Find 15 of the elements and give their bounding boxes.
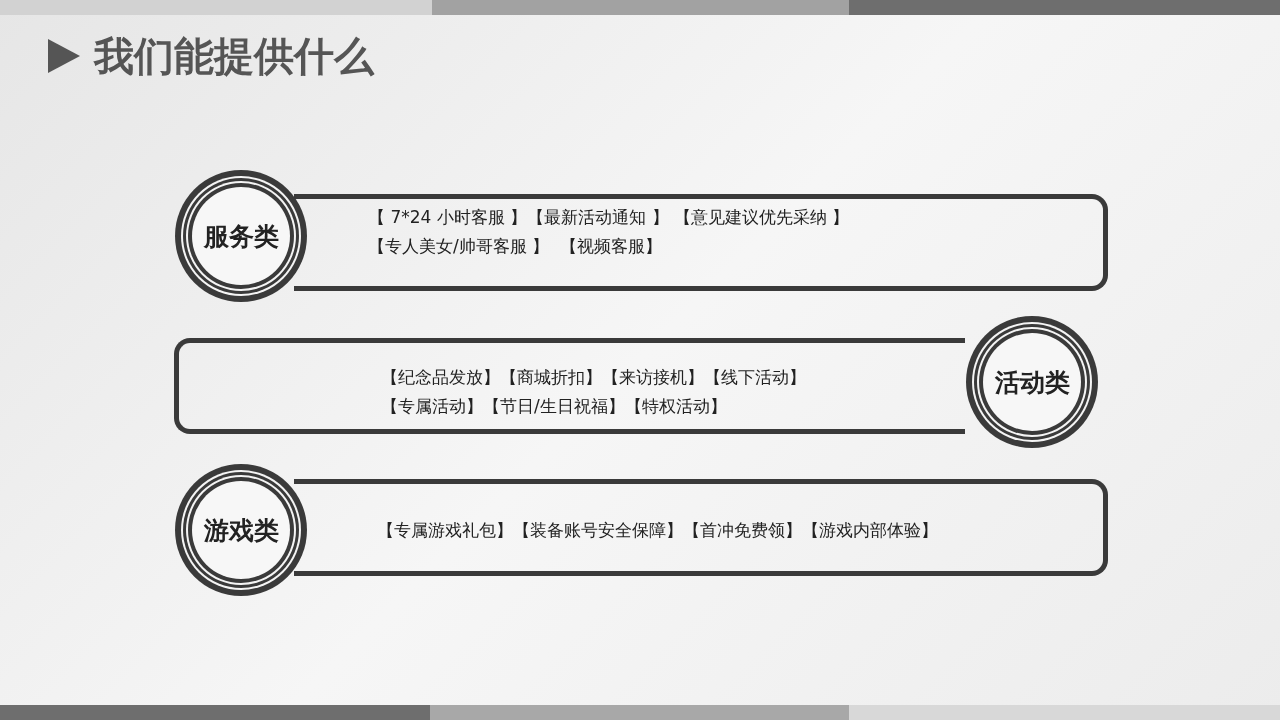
- category-label: 游戏类: [202, 514, 280, 547]
- item-list-text: 【专人美女/帅哥客服 】 【视频客服】: [368, 235, 662, 258]
- item-list-text: 【纪念品发放】【商城折扣】【来访接机】【线下活动】: [381, 366, 806, 389]
- category-circle: [173, 168, 309, 304]
- rounded-bar: [294, 194, 1108, 291]
- slide-title: 我们能提供什么: [94, 32, 374, 81]
- category-label: 活动类: [993, 366, 1071, 399]
- item-list-text: 【 7*24 小时客服 】【最新活动通知 】 【意见建议优先采纳 】: [368, 206, 850, 229]
- item-list-text: 【专属游戏礼包】【装备账号安全保障】【首冲免费领】【游戏内部体验】: [377, 519, 938, 542]
- category-circle: [964, 314, 1100, 450]
- item-list-text: 【专属活动】【节日/生日祝福】【特权活动】: [381, 395, 727, 418]
- category-label: 服务类: [202, 220, 280, 253]
- rounded-bar: [294, 479, 1108, 576]
- category-circle: [173, 462, 309, 598]
- rounded-bar: [174, 338, 965, 434]
